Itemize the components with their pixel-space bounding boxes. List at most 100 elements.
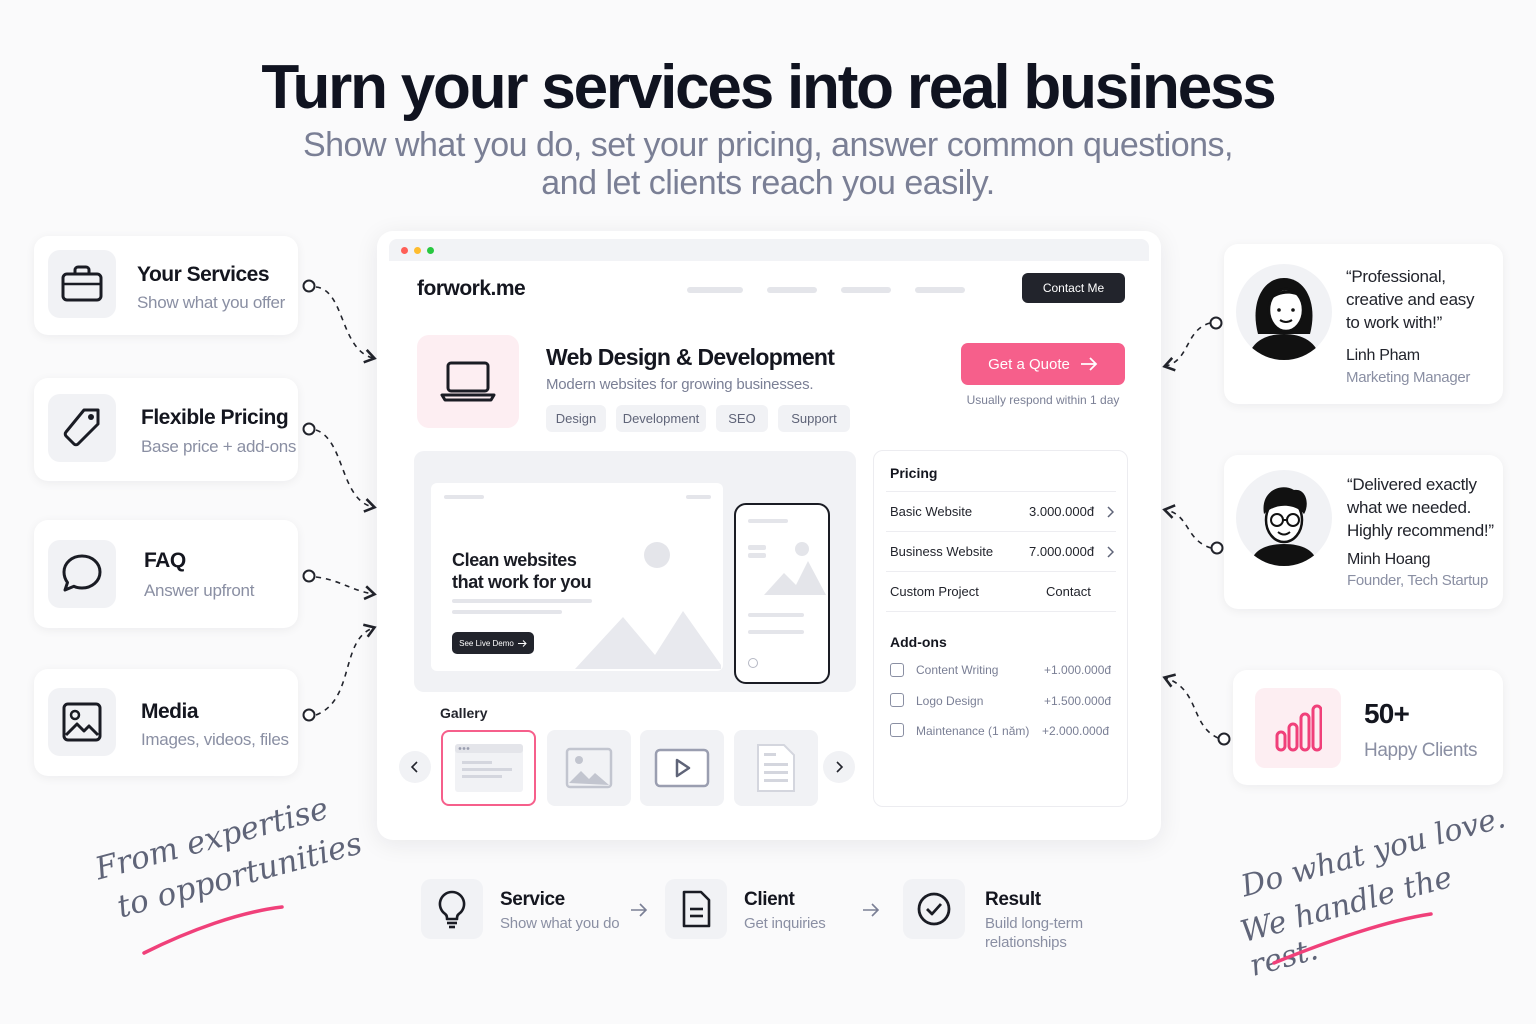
respond-note: Usually respond within 1 day xyxy=(966,393,1120,407)
window-minimize-dot[interactable] xyxy=(414,247,421,254)
woman-avatar-icon xyxy=(1248,278,1320,360)
nav-link-placeholder[interactable] xyxy=(767,287,817,293)
feature-card-faq[interactable]: FAQ Answer upfront xyxy=(34,520,298,628)
laptop-icon xyxy=(417,335,519,428)
mountain-image-icon xyxy=(764,542,826,595)
feature-title: Media xyxy=(141,700,199,723)
lightbulb-icon xyxy=(421,879,483,939)
nav-link-placeholder[interactable] xyxy=(687,287,743,293)
addon-checkbox[interactable] xyxy=(890,723,904,737)
feature-subtitle: Base price + add-ons xyxy=(141,437,297,456)
avatar xyxy=(1236,264,1332,360)
mock-line xyxy=(452,599,592,603)
video-play-icon xyxy=(654,748,710,788)
home-button[interactable] xyxy=(748,658,758,668)
addon-price: +1.000.000đ xyxy=(1044,663,1112,677)
avatar xyxy=(1236,470,1332,566)
mock-line xyxy=(748,553,766,558)
service-tag[interactable]: SEO xyxy=(716,405,768,432)
feature-card-services[interactable]: Your Services Show what you offer xyxy=(34,236,298,335)
gallery-thumb-webpage[interactable] xyxy=(441,730,536,806)
check-circle-icon xyxy=(903,879,965,939)
gallery-thumb-video[interactable] xyxy=(640,730,724,806)
pricing-heading: Pricing xyxy=(890,465,938,481)
feature-title: Flexible Pricing xyxy=(141,406,289,429)
chevron-right-icon xyxy=(1107,546,1114,558)
feature-card-media[interactable]: Media Images, videos, files xyxy=(34,669,298,776)
gallery-thumb-image[interactable] xyxy=(547,730,631,806)
addon-price: +1.500.000đ xyxy=(1044,694,1112,708)
stat-value: 50+ xyxy=(1364,698,1410,729)
testimonial-quote-line-1: “Delivered exactly xyxy=(1347,475,1477,494)
addon-checkbox[interactable] xyxy=(890,693,904,707)
gallery-prev-button[interactable] xyxy=(399,751,431,783)
mountain-image-icon xyxy=(575,542,721,669)
pricing-row[interactable]: Business Website 7.000.000đ xyxy=(890,544,1116,559)
image-icon xyxy=(48,688,116,756)
mock-line xyxy=(748,630,804,634)
service-tag[interactable]: Support xyxy=(778,405,850,432)
price-tag-icon xyxy=(48,394,116,462)
feature-card-pricing[interactable]: Flexible Pricing Base price + add-ons xyxy=(34,378,298,481)
step-subtitle-line-2: relationships xyxy=(985,934,1067,951)
addon-name: Maintenance (1 năm) xyxy=(916,724,1030,738)
testimonial-quote: “Professional, creative and easy to work… xyxy=(1346,265,1474,334)
pricing-row[interactable]: Basic Website 3.000.000đ xyxy=(890,504,1116,519)
window-maximize-dot[interactable] xyxy=(427,247,434,254)
testimonial-role: Marketing Manager xyxy=(1346,369,1471,386)
man-avatar-icon xyxy=(1250,487,1318,566)
step-subtitle: Show what you do xyxy=(500,915,620,932)
mock-line xyxy=(444,495,484,499)
pricing-row-price: 3.000.000đ xyxy=(1029,504,1095,519)
pricing-row[interactable]: Custom Project Contact xyxy=(890,584,1116,599)
feature-title: FAQ xyxy=(144,549,186,572)
mock-line xyxy=(748,519,788,523)
webpage-icon xyxy=(454,744,523,792)
step-title: Result xyxy=(985,889,1041,910)
window-close-dot[interactable] xyxy=(401,247,408,254)
gallery-thumb-file[interactable] xyxy=(734,730,818,806)
gallery-next-button[interactable] xyxy=(823,751,855,783)
mock-line xyxy=(748,613,804,617)
mock-line xyxy=(452,610,562,614)
divider xyxy=(886,611,1116,612)
testimonial-name: Linh Pham xyxy=(1346,347,1420,364)
stat-label: Happy Clients xyxy=(1364,740,1478,761)
nav-link-placeholder[interactable] xyxy=(915,287,965,293)
mock-line xyxy=(748,545,766,550)
get-quote-button[interactable]: Get a Quote xyxy=(961,343,1125,385)
feature-subtitle: Answer upfront xyxy=(144,581,255,600)
arrow-right-icon xyxy=(863,903,880,917)
preview-headline: Clean websites that work for you xyxy=(452,549,592,593)
addon-name: Content Writing xyxy=(916,663,999,677)
pricing-panel: Pricing Basic Website 3.000.000đ Busines… xyxy=(873,450,1128,807)
service-tag[interactable]: Development xyxy=(616,405,706,432)
see-live-demo-button[interactable]: See Live Demo xyxy=(452,632,534,654)
mock-line xyxy=(686,495,711,499)
pricing-row-name: Basic Website xyxy=(890,504,973,519)
contact-me-button[interactable]: Contact Me xyxy=(1022,273,1125,303)
chevron-right-icon xyxy=(836,761,844,773)
chevron-left-icon xyxy=(410,761,418,773)
feature-subtitle: Images, videos, files xyxy=(141,730,289,749)
chevron-right-icon xyxy=(1107,506,1114,518)
divider xyxy=(886,491,1116,492)
step-subtitle: Get inquiries xyxy=(744,915,826,932)
testimonial-name: Minh Hoang xyxy=(1347,551,1431,568)
service-tag[interactable]: Design xyxy=(546,405,606,432)
chat-bubble-icon xyxy=(48,540,116,608)
addon-checkbox[interactable] xyxy=(890,663,904,677)
bar-chart-icon xyxy=(1255,688,1341,768)
service-subtitle: Modern websites for growing businesses. xyxy=(546,376,814,393)
gallery-label: Gallery xyxy=(440,705,488,721)
step-subtitle: Build long-term relationships xyxy=(985,914,1083,952)
testimonial-quote-line-1: “Professional, xyxy=(1346,267,1446,286)
divider xyxy=(886,531,1116,532)
website-preview: Clean websites that work for you See Liv… xyxy=(414,451,856,692)
site-logo[interactable]: forwork.me xyxy=(417,277,526,300)
nav-link-placeholder[interactable] xyxy=(841,287,891,293)
see-live-demo-label: See Live Demo xyxy=(459,638,514,648)
file-icon xyxy=(757,744,795,792)
pricing-row-name: Custom Project xyxy=(890,584,979,599)
step-title: Service xyxy=(500,889,565,910)
